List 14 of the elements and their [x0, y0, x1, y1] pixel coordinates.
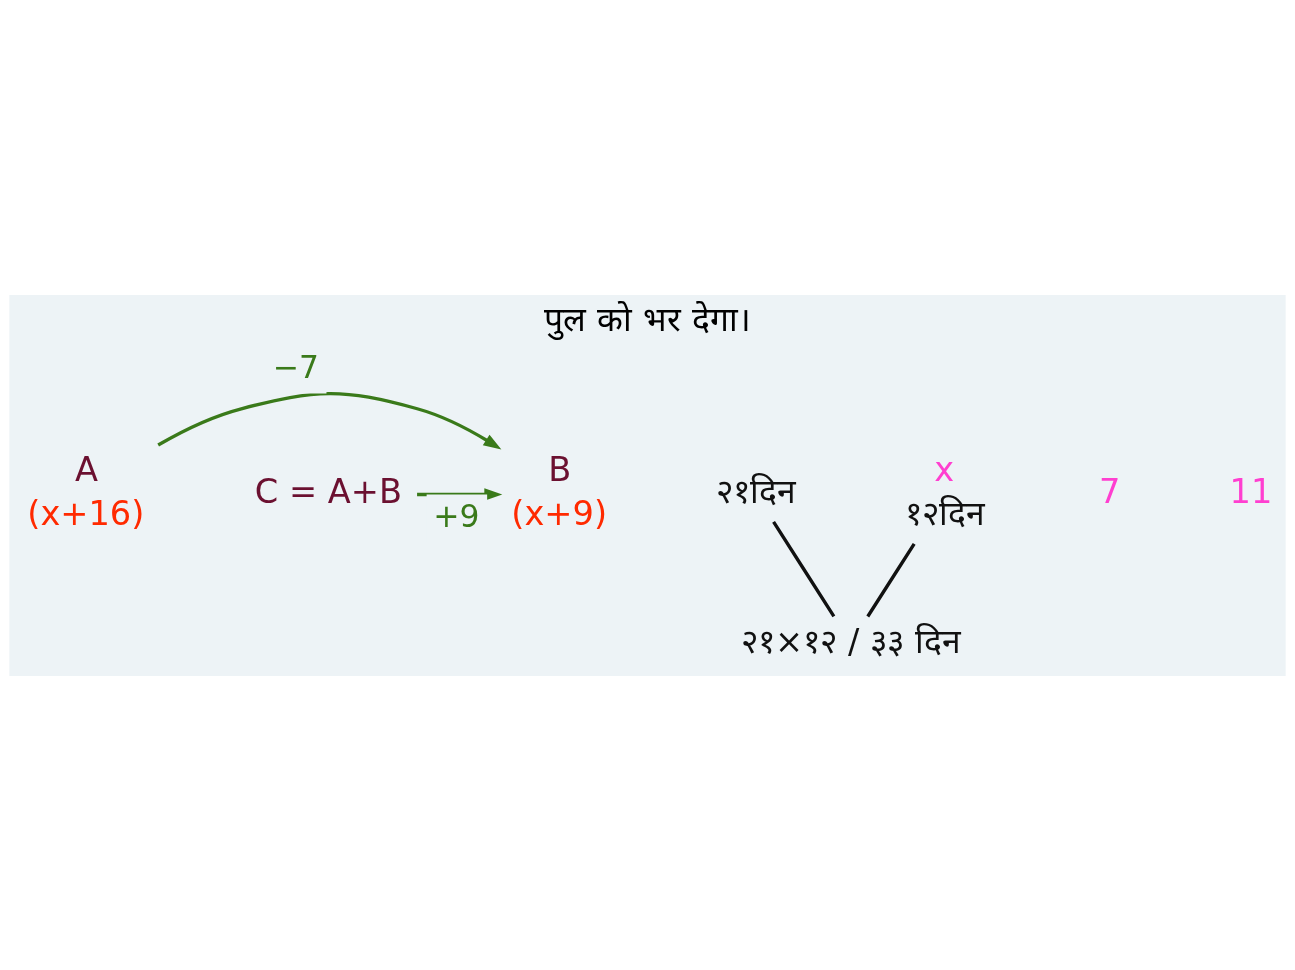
- node-label: x: [934, 449, 955, 489]
- node-text: १२दिन: [904, 493, 985, 533]
- label: 11: [1229, 471, 1273, 511]
- edge-label: −7: [272, 348, 319, 385]
- node-text: A: [74, 449, 98, 489]
- diagram-title: पुल को भर देगा।: [544, 299, 751, 339]
- node-text: २१दिन: [716, 471, 797, 511]
- node-label: (x+9): [511, 493, 608, 533]
- node-text: २१×१२ / ३३ दिन: [741, 621, 961, 661]
- node-label: (x+16): [27, 493, 145, 533]
- label: 7: [1099, 471, 1121, 511]
- node-text: C = A+B: [254, 471, 402, 511]
- edge-label: +9: [433, 497, 480, 534]
- node-text: B: [548, 449, 572, 489]
